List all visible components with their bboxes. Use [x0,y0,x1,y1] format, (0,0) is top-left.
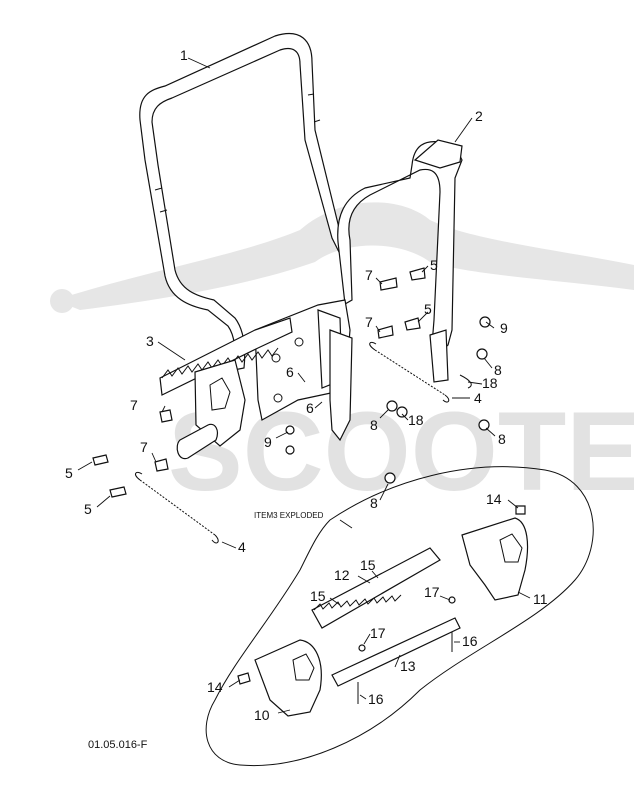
bolt-7a [159,409,173,423]
callout-14-left: 14 [207,679,223,695]
callout-13: 13 [400,658,416,674]
screw-14a [515,505,526,515]
bolt-5c [409,267,426,281]
callout-4-left: 4 [238,539,246,555]
nut-9b [285,445,295,455]
nut-9c [479,316,491,328]
callout-6-b: 6 [306,400,314,416]
callout-7-a: 7 [130,397,138,413]
pin-17b [358,644,366,652]
bolt-7b [154,458,169,472]
nut-8b [384,472,396,484]
callout-10: 10 [254,707,270,723]
bolt-5d [404,317,421,331]
nut-8c [476,348,488,360]
exploded-label: ITEM3 EXPLODED [254,511,324,520]
exploded-view-outline [205,466,594,767]
callout-8-d: 8 [498,431,506,447]
callout-18-right: 18 [482,375,498,391]
washer-18a [396,406,408,418]
screw-14b [237,672,251,685]
callout-8-a: 8 [370,417,378,433]
bolt-5b [109,486,127,498]
nut-8a [386,400,398,412]
callout-17-left: 17 [370,625,386,641]
callout-16-left: 16 [368,691,384,707]
callout-11: 11 [533,591,548,607]
spring-left [135,471,219,544]
callout-5-d: 5 [424,301,432,317]
bolt-7c [379,277,398,291]
side-plate-11 [461,517,529,601]
callout-5-b: 5 [84,501,92,517]
pedal-12 [311,547,441,629]
callout-3: 3 [146,333,154,349]
callout-9-left: 9 [264,434,272,450]
callout-1: 1 [180,47,188,63]
callout-8-b: 8 [370,495,378,511]
callout-18-center: 18 [408,412,424,428]
nut-8d [478,419,490,431]
callout-4-right: 4 [474,390,482,406]
pedal-assembly [159,317,293,447]
callouts: 1 2 3 4 4 5 5 5 5 6 6 7 7 7 7 8 8 8 8 9 … [65,47,548,723]
leader-lines [77,57,531,714]
callout-17-right: 17 [424,584,440,600]
clip-18b [459,374,472,389]
callout-12: 12 [334,567,350,583]
drawing-code: 01.05.016-F [88,739,148,751]
callout-7-c: 7 [365,267,373,283]
side-plate-10 [254,639,322,717]
callout-14-right: 14 [486,491,502,507]
callout-7-b: 7 [140,439,148,455]
callout-15-left: 15 [310,588,326,604]
callout-2: 2 [475,108,483,124]
bolt-5a [92,454,109,466]
callout-5-c: 5 [430,257,438,273]
callout-6-a: 6 [286,364,294,380]
spring-right [369,341,450,403]
bolt-7d [377,325,394,339]
callout-5-a: 5 [65,465,73,481]
callout-8-c: 8 [494,362,502,378]
callout-15-right: 15 [360,557,376,573]
callout-16-right: 16 [462,633,478,649]
linkage-bracket [337,139,463,383]
handle-frame [139,32,349,371]
callout-7-d: 7 [365,314,373,330]
tube-spacer [176,423,219,460]
shaft-13 [331,617,461,687]
callout-9-right: 9 [500,320,508,336]
